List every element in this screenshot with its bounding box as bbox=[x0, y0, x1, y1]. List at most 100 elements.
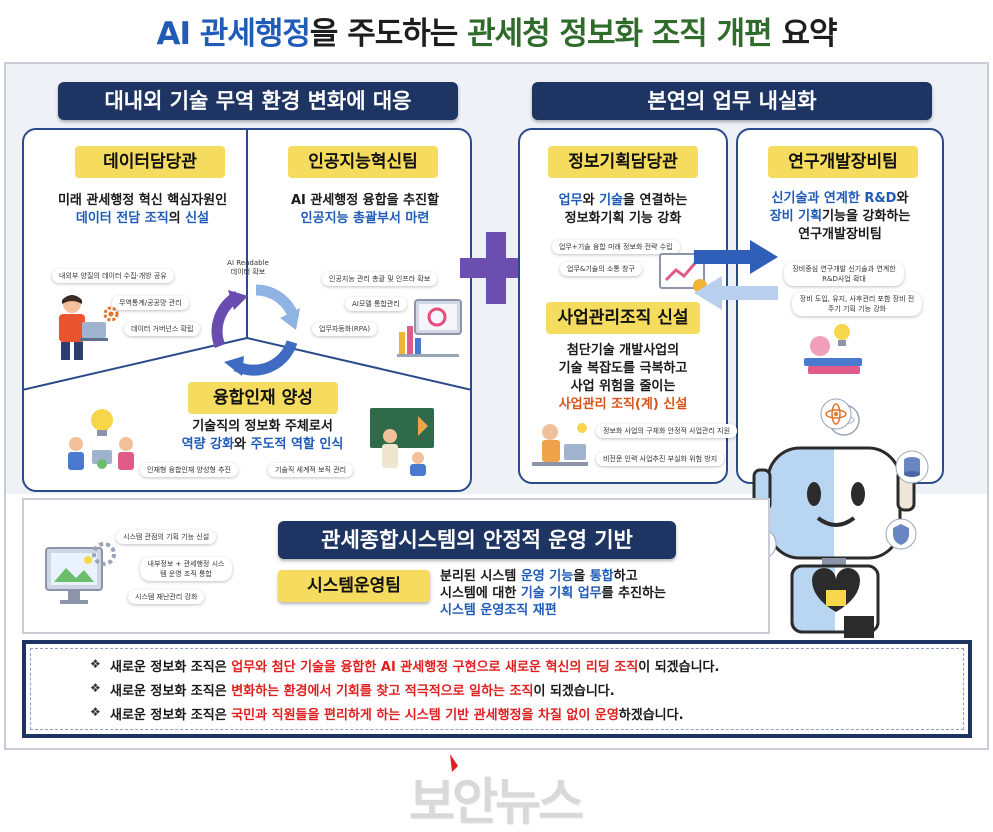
plus-icon bbox=[460, 232, 532, 304]
summary-line-2: 새로운 정보화 조직은 변화하는 환경에서 기회를 찾고 적극적으로 일하는 조… bbox=[110, 680, 615, 699]
desc-talent-line2-c: 주도적 역할 인식 bbox=[250, 437, 344, 452]
banner-environment-change: 대내외 기술 무역 환경 변화에 대응 bbox=[58, 82, 458, 120]
tag-career-management: 기술직 세계적 보직 관리 bbox=[268, 463, 354, 477]
desc-rnd: 신기술과 연계한 R&D와 장비 기획기능을 강화하는 연구개발장비팀 bbox=[740, 190, 940, 244]
summary-line-3-pre: 새로운 정보화 조직은 bbox=[110, 708, 232, 723]
pill-planning: 정보기획담당관 bbox=[548, 146, 698, 178]
bar-chart-icon bbox=[397, 299, 462, 357]
summary-inner-border bbox=[30, 648, 964, 730]
tag-communication: 업무&기술의 소통 창구 bbox=[560, 262, 642, 276]
desc-talent: 기술직의 정보화 주체로서 역량 강화와 주도적 역할 인식 bbox=[150, 418, 375, 454]
tag-rpa: 업무자동화(RPA) bbox=[312, 322, 378, 336]
summary-line-3-post: 하겠습니다. bbox=[618, 708, 684, 723]
desc-project-line4: 사업관리 조직(계) 신설 bbox=[558, 397, 688, 412]
teacher-icon bbox=[370, 408, 434, 476]
ai-readable-line2: 데이터 확보 bbox=[230, 268, 266, 276]
tag-project-support: 정보화 사업의 구체화 안정적 사업관리 지원 bbox=[596, 424, 738, 438]
recycle-arrows-icon bbox=[211, 284, 300, 376]
banner-core-work: 본연의 업무 내실화 bbox=[532, 82, 932, 120]
desc-rnd-line1-b: 와 bbox=[896, 191, 909, 206]
lightbulb-icon bbox=[68, 409, 134, 470]
worker-desk-icon bbox=[532, 423, 588, 466]
summary-line-1-post: 이 되겠습니다. bbox=[638, 660, 720, 675]
summary-line-3: 새로운 정보화 조직은 국민과 직원들을 편리하게 하는 시스템 기반 관세행정… bbox=[110, 704, 684, 723]
desc-ai-team-line2: 인공지능 총괄부서 마련 bbox=[300, 211, 430, 226]
title-leading: 을 주도하는 bbox=[309, 16, 468, 52]
tag-ai-model: AI모델 통합관리 bbox=[345, 297, 407, 311]
tag-disaster-management: 시스템 재난관리 강화 bbox=[128, 590, 205, 604]
desc-talent-line1: 기술직의 정보화 주체로서 bbox=[192, 419, 333, 434]
desc-project-line2: 기술 복잡도를 극복하고 bbox=[558, 361, 688, 376]
ai-readable-line1: AI Readable bbox=[227, 259, 269, 267]
summary-line-2-pre: 새로운 정보화 조직은 bbox=[110, 684, 232, 699]
watermark-logo: 보안뉴스 bbox=[409, 773, 584, 831]
desc-system-line2-c: 를 추진하는 bbox=[601, 586, 666, 601]
tag-equipment-lifecycle: 장비 도입, 유지, 사후관리 포함 장비 전주기 기획 기능 강화 bbox=[792, 292, 922, 316]
pill-rnd: 연구개발장비팀 bbox=[768, 146, 918, 178]
shield-icon bbox=[885, 518, 917, 550]
summary-line-1-red: 업무와 첨단 기술을 융합한 AI 관세행정 구현으로 새로운 혁신의 리딩 조… bbox=[231, 660, 639, 675]
desc-data-office: 미래 관세행정 혁신 핵심자원인 데이터 전담 조직의 신설 bbox=[35, 192, 250, 228]
desc-project-line3: 사업 위험을 줄이는 bbox=[570, 379, 676, 394]
robot-icon bbox=[752, 404, 927, 638]
summary-line-2-red: 변화하는 환경에서 기회를 찾고 적극적으로 일하는 조직 bbox=[231, 684, 534, 699]
desc-planning-line2: 정보화기획 기능 강화 bbox=[564, 211, 682, 226]
desc-project: 첨단기술 개발사업의 기술 복잡도를 극복하고 사업 위험을 줄이는 사업관리 … bbox=[525, 342, 721, 414]
monitor-icon bbox=[45, 542, 116, 604]
summary-line-1-pre: 새로운 정보화 조직은 bbox=[110, 660, 232, 675]
tag-data-collection: 내외부 양질의 데이터 수집·개방 공유 bbox=[52, 269, 174, 283]
desc-rnd-line2-b: 기능을 강화하는 bbox=[822, 209, 911, 224]
desc-planning-line1-c: 기술 bbox=[599, 193, 623, 208]
desc-rnd-line3: 연구개발장비팀 bbox=[798, 227, 882, 242]
tag-system-integration: 내부정보 + 관세행정 시스템 운영 조직 통합 bbox=[140, 557, 232, 581]
tag-talent-program: 인재형 융합인재 양성형 추진 bbox=[140, 463, 238, 477]
ai-readable-label: AI Readable 데이터 확보 bbox=[213, 259, 283, 277]
tag-strategy: 업무+기술 융합 미래 정보화 전략 수립 bbox=[552, 240, 680, 254]
desc-system-line2-a: 시스템에 대한 bbox=[440, 586, 521, 601]
tag-risk-prevention: 비전문 인력 사업추진 부실화 위험 방지 bbox=[596, 452, 725, 466]
page-title: AI 관세행정을 주도하는 관세청 정보화 조직 개편 요약 bbox=[0, 8, 993, 53]
desc-data-office-line1: 미래 관세행정 혁신 핵심자원인 bbox=[57, 193, 228, 208]
desc-system-line3: 시스템 운영조직 재편 bbox=[440, 603, 557, 618]
strategy-board-icon bbox=[659, 253, 707, 293]
pill-project: 사업관리조직 신설 bbox=[546, 302, 700, 334]
desc-talent-line2-a: 역량 강화 bbox=[181, 437, 235, 452]
pill-talent: 융합인재 양성 bbox=[188, 382, 338, 414]
person-laptop-icon bbox=[59, 295, 108, 360]
tag-trade-statistics: 무역통계/공공망 관리 bbox=[112, 296, 189, 310]
database-icon bbox=[895, 450, 929, 484]
summary-box bbox=[22, 640, 972, 738]
atom-icon bbox=[820, 398, 852, 430]
desc-talent-line2-b: 와 bbox=[234, 437, 251, 452]
title-ai-customs: AI 관세행정 bbox=[156, 16, 310, 52]
desc-data-office-line2-b: 의 bbox=[168, 211, 186, 226]
tag-rnd-expansion: 장비중심 연구개발 신기술과 연계한 R&D사업 확대 bbox=[784, 262, 904, 286]
desc-rnd-line2-a: 장비 기획 bbox=[769, 209, 823, 224]
pill-data-office: 데이터담당관 bbox=[75, 146, 225, 178]
desc-rnd-line1-a: 신기술과 연계한 R&D bbox=[771, 191, 897, 206]
tag-system-planning: 시스템 관점의 기획 기능 신설 bbox=[116, 530, 217, 544]
watermark-accent-icon bbox=[450, 754, 458, 772]
tag-data-governance: 데이터 거버넌스 확립 bbox=[124, 322, 201, 336]
desc-system-line2-b: 기술 기획 업무 bbox=[520, 586, 602, 601]
desc-project-line1: 첨단기술 개발사업의 bbox=[566, 343, 680, 358]
summary-bullet-2: ❖ bbox=[90, 681, 101, 695]
title-reform: 개편 bbox=[706, 16, 773, 52]
desc-planning-line1-a: 업무 bbox=[558, 193, 583, 208]
title-summary: 요약 bbox=[771, 16, 837, 52]
tag-ai-infra: 인공지능 관리 총괄 및 인프라 확보 bbox=[322, 272, 438, 286]
gear-icon bbox=[103, 306, 119, 322]
summary-line-1: 새로운 정보화 조직은 업무와 첨단 기술을 융합한 AI 관세행정 구현으로 … bbox=[110, 656, 719, 675]
brain-books-icon bbox=[804, 324, 862, 374]
desc-system-line1-a: 분리된 시스템 bbox=[440, 569, 521, 584]
pill-ai-team: 인공지능혁신팀 bbox=[288, 146, 438, 178]
desc-ai-team-line1: AI 관세행정 융합을 추진할 bbox=[290, 193, 440, 208]
summary-line-2-post: 이 되겠습니다. bbox=[533, 684, 615, 699]
desc-planning-line1-b: 와 bbox=[582, 193, 600, 208]
title-organization: 관세청 정보화 조직 bbox=[467, 16, 708, 52]
desc-system-line1-b: 운영 기능 bbox=[520, 569, 574, 584]
desc-planning-line1-d: 을 연결하는 bbox=[623, 193, 688, 208]
desc-system-line1-c: 을 bbox=[573, 569, 590, 584]
summary-bullet-1: ❖ bbox=[90, 657, 101, 671]
banner-system-operation: 관세종합시스템의 안정적 운영 기반 bbox=[278, 521, 676, 559]
